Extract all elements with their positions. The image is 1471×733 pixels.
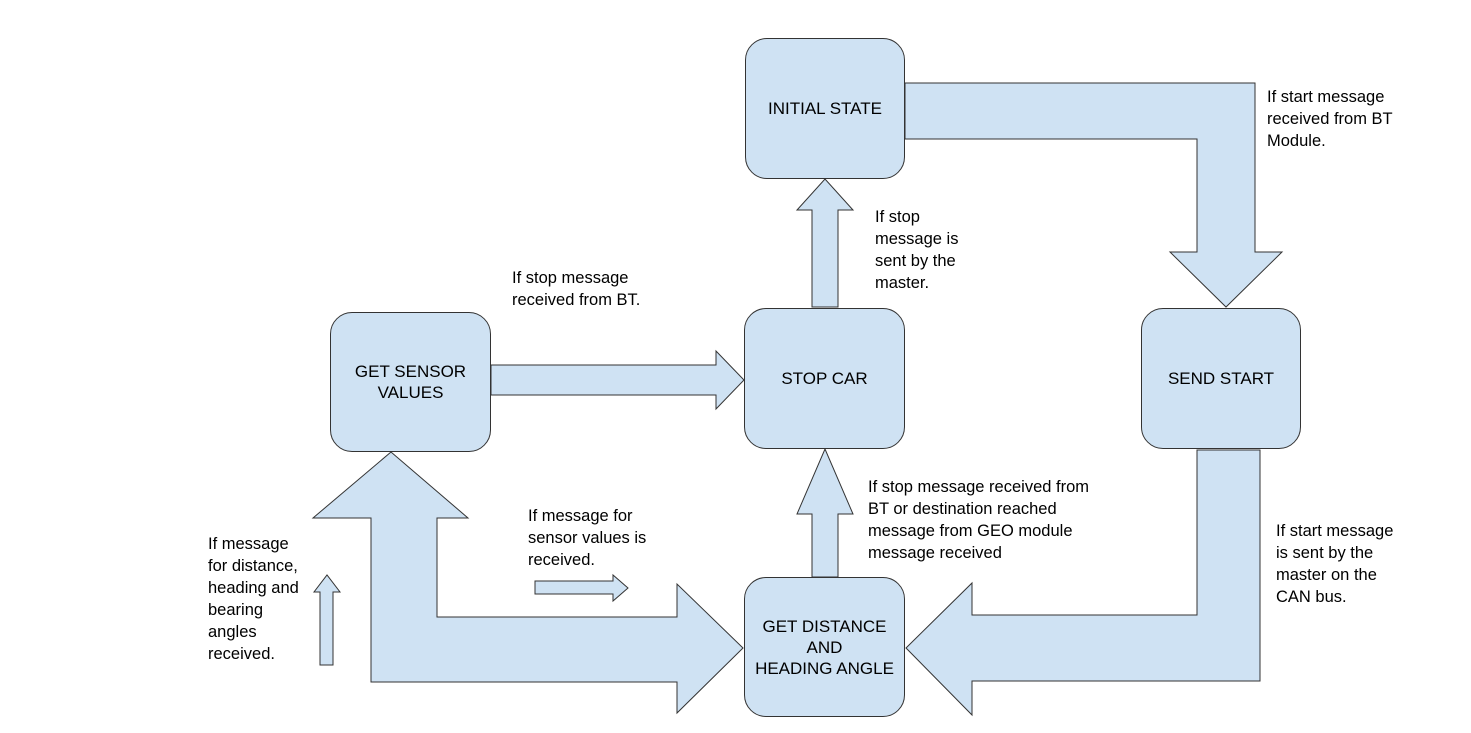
label-start-from-bt: If start message received from BT Module… — [1267, 88, 1393, 150]
state-stop-car: STOP CAR — [744, 308, 905, 449]
state-send-start: SEND START — [1141, 308, 1301, 449]
label-stop-sent-by-master: If stop message is sent by the master. — [875, 208, 959, 292]
arrow-get-sensor-to-stop-car — [490, 349, 745, 411]
state-get-sensor-values: GET SENSOR VALUES — [330, 312, 491, 452]
label-start-on-can: If start message is sent by the master o… — [1276, 522, 1394, 606]
label-stop-from-bt: If stop message received from BT. — [512, 269, 641, 309]
state-initial: INITIAL STATE — [745, 38, 905, 179]
label-distance-heading-bearing: If message for distance, heading and bea… — [208, 535, 299, 663]
label-stop-or-destination: If stop message received from BT or dest… — [868, 478, 1090, 562]
arrow-stop-car-to-initial — [795, 178, 855, 308]
label-sensor-values-request: If message for sensor values is received… — [528, 507, 647, 569]
small-right-arrow — [534, 573, 629, 603]
small-up-arrow — [312, 574, 342, 666]
arrow-initial-to-send-start — [904, 82, 1284, 308]
arrow-get-distance-to-stop-car — [796, 447, 854, 578]
arrow-send-start-to-get-distance — [905, 449, 1261, 717]
arrow-sensor-distance-bidirectional — [311, 451, 744, 715]
state-get-distance-heading: GET DISTANCE AND HEADING ANGLE — [744, 577, 905, 717]
